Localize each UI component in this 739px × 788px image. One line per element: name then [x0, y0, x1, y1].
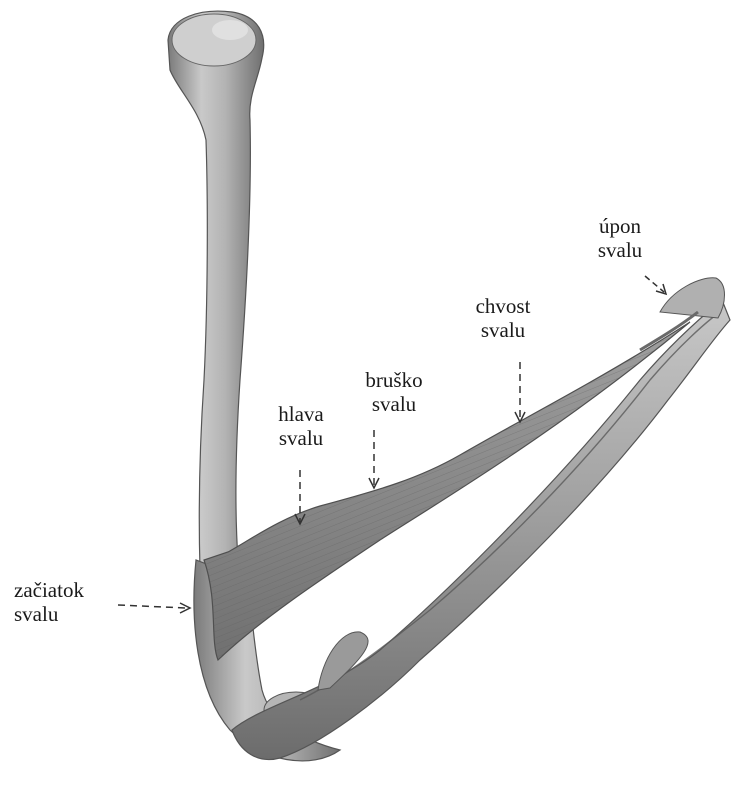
- label-insertion-line2: svalu: [586, 238, 654, 262]
- label-tail: chvost svalu: [462, 294, 544, 342]
- label-tail-line2: svalu: [462, 318, 544, 342]
- label-insertion: úpon svalu: [586, 214, 654, 262]
- humerus-bone: [168, 11, 264, 570]
- label-insertion-line1: úpon: [586, 214, 654, 238]
- label-belly: bruško svalu: [356, 368, 432, 416]
- label-tail-line1: chvost: [462, 294, 544, 318]
- label-head: hlava svalu: [268, 402, 334, 450]
- label-origin-line2: svalu: [14, 602, 84, 626]
- label-head-line2: svalu: [268, 426, 334, 450]
- label-head-line1: hlava: [268, 402, 334, 426]
- arrow-insertion: [645, 276, 664, 292]
- label-origin: začiatok svalu: [14, 578, 84, 626]
- label-origin-line1: začiatok: [14, 578, 84, 602]
- label-belly-line2: svalu: [356, 392, 432, 416]
- arrow-origin: [118, 605, 186, 608]
- label-belly-line1: bruško: [356, 368, 432, 392]
